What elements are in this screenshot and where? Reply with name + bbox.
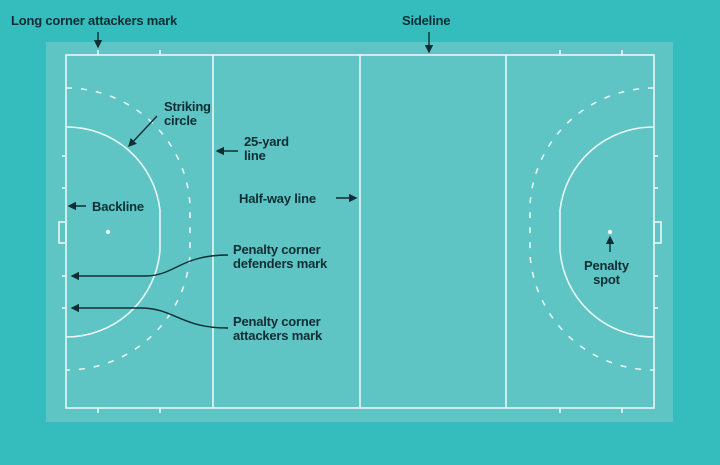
long-corner-label: Long corner attackers mark xyxy=(11,13,178,28)
label-line: line xyxy=(244,148,266,163)
tick-marks xyxy=(62,50,658,413)
left-penalty-spot xyxy=(105,229,111,235)
halfway-label: Half-way line xyxy=(239,191,316,206)
backline-label: Backline xyxy=(92,199,144,214)
left-goal xyxy=(58,221,67,244)
left-dashed-circle xyxy=(65,87,191,371)
right-penalty-spot xyxy=(607,229,613,235)
striking-circle-arrow xyxy=(128,115,158,148)
right-striking-circle xyxy=(559,126,655,338)
label-line: Penalty corner xyxy=(233,314,321,329)
label-line: attackers mark xyxy=(233,328,322,343)
label-line: 25-yard xyxy=(244,134,289,149)
label-line: defenders mark xyxy=(233,256,328,271)
right-dashed-circle xyxy=(529,87,655,371)
right-goal xyxy=(653,221,662,244)
left-striking-circle xyxy=(65,126,161,338)
label-line: Penalty corner xyxy=(233,242,321,257)
sideline-label: Sideline xyxy=(402,13,451,28)
label-line: spot xyxy=(593,272,620,287)
label-line: circle xyxy=(164,113,197,128)
label-line: Penalty xyxy=(584,258,629,273)
label-line: Striking xyxy=(164,99,211,114)
pc-attackers-arrow xyxy=(70,303,229,329)
pc-defenders-arrow xyxy=(70,254,229,281)
